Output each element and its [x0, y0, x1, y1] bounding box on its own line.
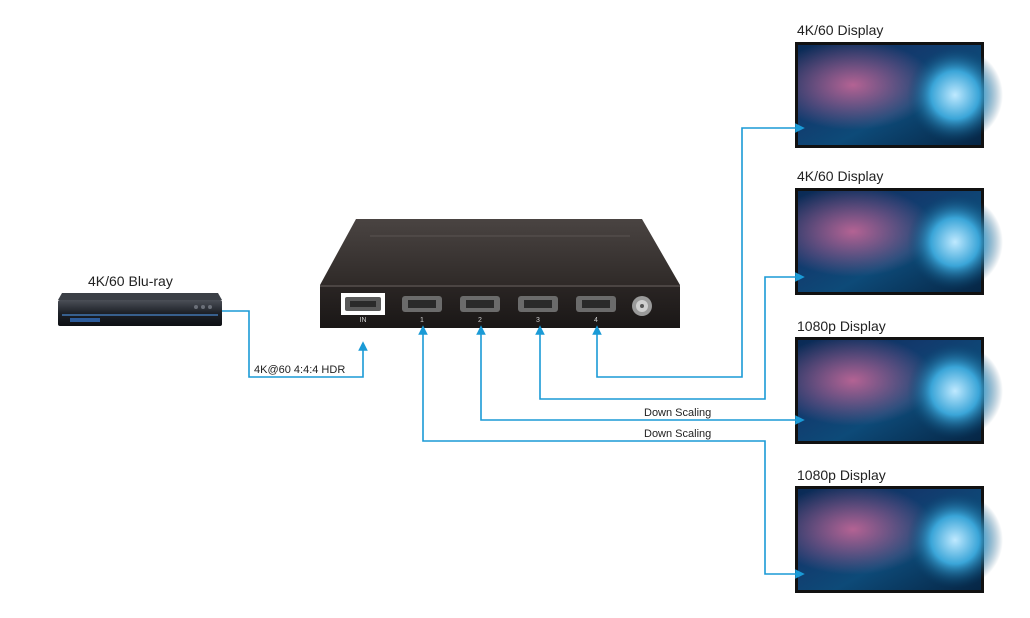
display-label-3: 1080p Display: [797, 318, 886, 334]
out-port-label: 2: [478, 317, 482, 324]
hdmi-out-port-3: [518, 296, 558, 312]
output-cable-2: [476, 325, 805, 425]
output-cable-1: [418, 325, 805, 579]
display-screen-1: [795, 42, 1003, 148]
out-port-label: 4: [594, 317, 598, 324]
hdmi-splitter-device: IN 1 2 3 4: [320, 219, 680, 328]
hdmi-out-port-4: [576, 296, 616, 312]
bluray-player-icon: [58, 293, 222, 326]
input-signal-label: 4K@60 4:4:4 HDR: [254, 364, 346, 376]
out-port-label: 1: [420, 317, 424, 324]
downscale-label-1: Down Scaling: [644, 407, 712, 419]
cables: [222, 123, 805, 579]
display-label-4: 1080p Display: [797, 467, 886, 483]
hdmi-out-port-1: [402, 296, 442, 312]
display-screen-3: [795, 337, 1003, 444]
out-port-label: 3: [536, 317, 540, 324]
hdmi-in-port: [341, 293, 385, 315]
display-label-1: 4K/60 Display: [797, 22, 884, 38]
input-cable: [222, 310, 368, 378]
in-port-label: IN: [360, 317, 367, 324]
display-screen-2: [795, 188, 1003, 295]
display-label-2: 4K/60 Display: [797, 168, 884, 184]
source-device-label: 4K/60 Blu-ray: [88, 273, 173, 289]
power-jack-icon: [632, 296, 652, 316]
downscale-label-2: Down Scaling: [644, 428, 712, 440]
hdmi-out-port-2: [460, 296, 500, 312]
display-screen-4: [795, 486, 1003, 593]
